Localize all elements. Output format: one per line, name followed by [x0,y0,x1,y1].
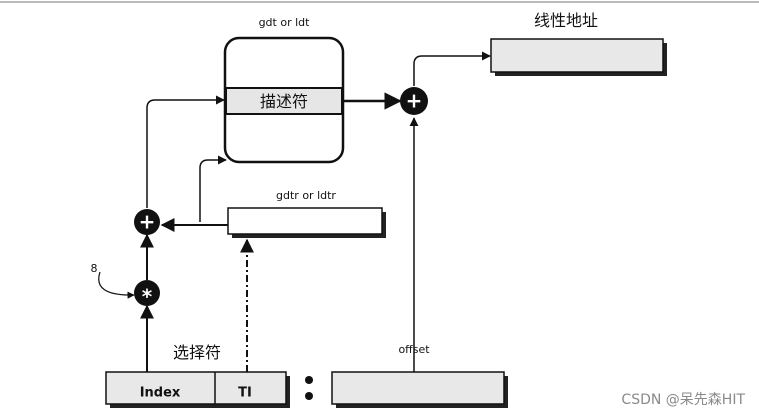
csdn-watermark: CSDN @呆先森HIT [621,392,745,408]
descriptor-entry [225,87,343,115]
linear-address-box [490,38,667,76]
selector-box [105,371,290,408]
index-field-label: Index [140,386,181,401]
separator-colon [305,376,313,400]
offset-box [331,371,508,408]
selector-label: 选择符 [173,343,221,362]
linear-address-label: 线性地址 [534,11,598,30]
gdtr-to-table-arrow [199,155,227,222]
gdt-title: gdt or ldt [259,16,311,29]
gdtr-register-box [227,207,386,238]
ti-field-label: TI [238,386,252,401]
svg-text:+: + [406,89,423,113]
descriptor-label: 描述符 [260,92,308,111]
multiplier-curve-arrow [98,271,135,299]
svg-text:+: + [139,210,156,234]
add-to-linear-arrow [413,51,491,86]
multiplier-label: 8 [91,262,98,275]
connectors [98,51,491,372]
add-to-descriptor-arrow [146,95,225,208]
add-operator-linear: + [400,87,428,115]
multiply-operator: * [134,280,160,309]
gdtr-label: gdtr or ldtr [276,189,336,202]
svg-text:*: * [142,285,153,309]
add-operator-selector: + [134,209,160,235]
gdt-table [223,36,345,164]
